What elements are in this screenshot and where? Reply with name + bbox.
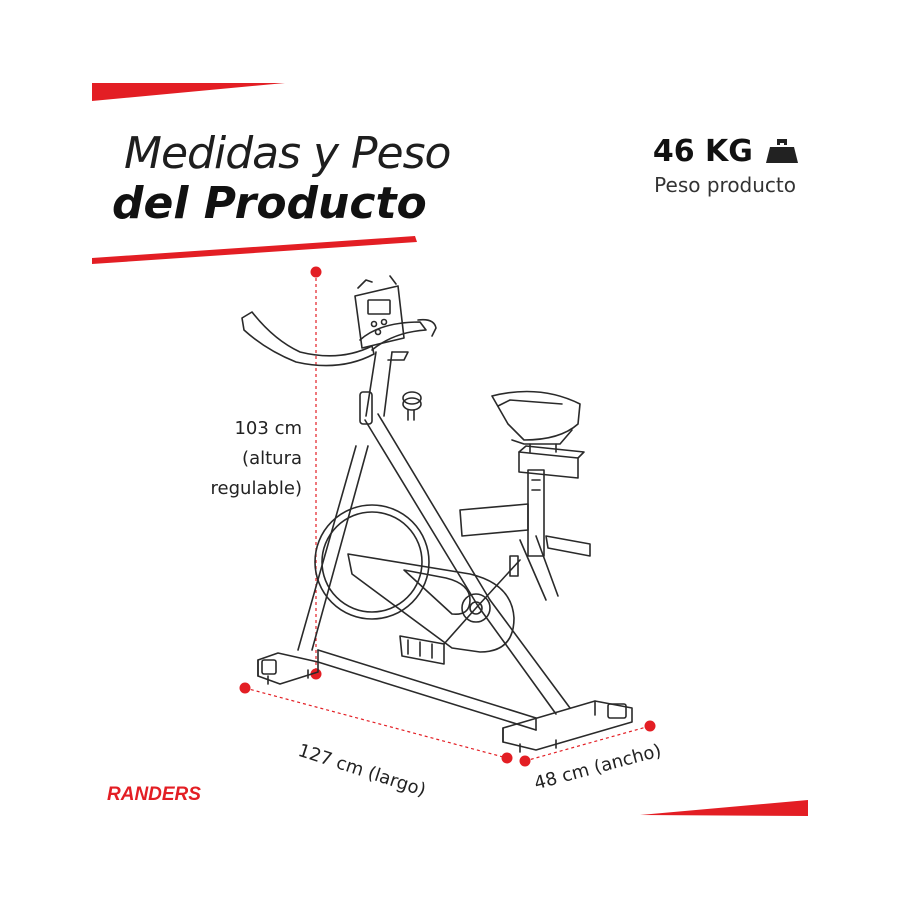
title-line-2: del Producto <box>112 178 427 229</box>
brand-logo: RANDERS <box>107 784 201 805</box>
width-dimension-line <box>524 725 651 762</box>
width-start-dot <box>519 755 531 767</box>
height-dimension-label: 103 cm (altura regulable) <box>190 414 302 504</box>
length-start-dot <box>239 682 251 694</box>
weight-icon <box>764 135 800 169</box>
weight-label: Peso producto <box>654 173 796 197</box>
weight-block: 46 KG Peso producto <box>600 134 800 197</box>
middle-red-stripe <box>92 236 417 264</box>
weight-value: 46 KG <box>652 134 753 169</box>
width-end-dot <box>644 720 656 732</box>
exercise-bike-illustration <box>241 275 633 753</box>
bottom-red-stripe <box>640 800 808 816</box>
height-top-dot <box>310 266 322 278</box>
height-note-1: (altura <box>242 448 302 469</box>
top-red-stripe <box>92 83 285 101</box>
length-dimension-line <box>244 687 508 759</box>
height-value: 103 cm <box>234 418 302 439</box>
length-end-dot <box>501 752 513 764</box>
height-note-2: regulable) <box>210 478 302 499</box>
title-line-1: Medidas y Peso <box>124 128 451 179</box>
